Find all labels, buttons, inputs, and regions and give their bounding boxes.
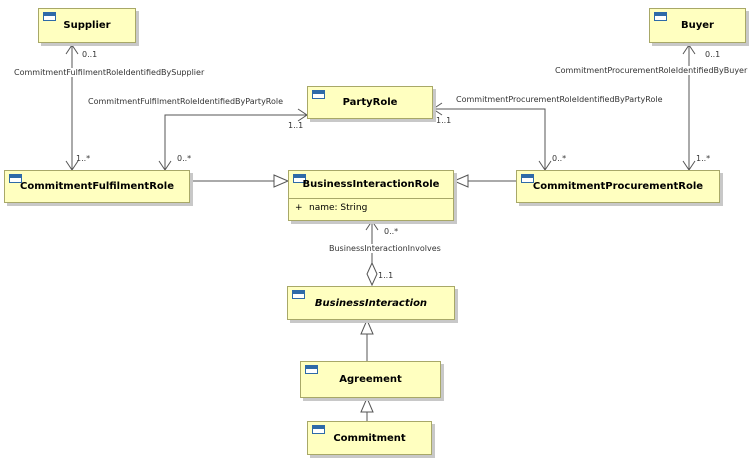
- arrowhead: [682, 44, 696, 55]
- class-commitment-procurement-role[interactable]: CommitmentProcurementRole: [516, 170, 720, 203]
- association-name: CommitmentFulfilmentRoleIdentifiedBySupp…: [14, 68, 205, 77]
- class-name: PartyRole: [342, 97, 398, 108]
- multiplicity: 1..1: [378, 271, 394, 280]
- multiplicity: 1..1: [288, 121, 304, 130]
- class-name: BusinessInteractionRole: [302, 179, 440, 190]
- class-business-interaction-role[interactable]: BusinessInteractionRole + name: String: [288, 170, 454, 221]
- class-icon: [293, 174, 306, 183]
- association-name: CommitmentProcurementRoleIdentifiedByPar…: [456, 95, 663, 104]
- attribute-visibility: +: [295, 203, 303, 213]
- class-name: Supplier: [63, 20, 111, 31]
- arrowhead: [432, 102, 443, 116]
- multiplicity: 0..*: [177, 154, 192, 163]
- multiplicity: 0..1: [82, 50, 98, 59]
- class-icon: [654, 12, 667, 21]
- assoc-fulfilment-party: [164, 114, 307, 170]
- multiplicity: 1..*: [696, 154, 711, 163]
- association-name: CommitmentProcurementRoleIdentifiedByBuy…: [555, 66, 748, 75]
- arrowhead: [365, 220, 379, 231]
- class-name: CommitmentFulfilmentRole: [20, 181, 174, 192]
- arrowhead: [65, 44, 79, 55]
- multiplicity: 0..1: [705, 50, 721, 59]
- class-name: Commitment: [333, 432, 406, 444]
- class-buyer[interactable]: Buyer: [649, 8, 746, 43]
- generalization-arrow: [360, 396, 374, 413]
- generalization-arrow: [452, 174, 469, 188]
- multiplicity: 1..*: [76, 154, 91, 163]
- association-name: BusinessInteractionInvolves: [329, 244, 441, 253]
- class-name: BusinessInteraction: [314, 297, 428, 309]
- association-name: CommitmentFulfilmentRoleIdentifiedByPart…: [88, 97, 284, 106]
- class-name: Buyer: [681, 20, 714, 31]
- class-icon: [312, 425, 325, 434]
- aggregation-diamond: [366, 261, 378, 287]
- class-business-interaction[interactable]: BusinessInteraction: [287, 286, 455, 320]
- class-agreement[interactable]: Agreement: [300, 361, 441, 398]
- class-icon: [312, 90, 325, 99]
- class-party-role[interactable]: PartyRole: [307, 86, 433, 119]
- attribute-compartment: + name: String: [289, 198, 453, 220]
- class-icon: [43, 12, 56, 21]
- multiplicity: 0..*: [552, 154, 567, 163]
- class-commitment[interactable]: Commitment: [307, 421, 432, 455]
- assoc-procurement-party: [433, 108, 546, 170]
- generalization-arrow: [273, 174, 290, 188]
- multiplicity: 0..*: [384, 227, 399, 236]
- class-icon: [305, 365, 318, 374]
- class-icon: [9, 174, 22, 183]
- class-name: Agreement: [339, 374, 402, 385]
- class-icon: [292, 290, 305, 299]
- class-commitment-fulfilment-role[interactable]: CommitmentFulfilmentRole: [4, 170, 190, 203]
- class-supplier[interactable]: Supplier: [38, 8, 136, 43]
- multiplicity: 1..1: [436, 116, 452, 125]
- attribute-name[interactable]: + name: String: [295, 203, 367, 213]
- class-icon: [521, 174, 534, 183]
- attribute-text: name: String: [309, 203, 368, 213]
- generalization-arrow: [360, 318, 374, 335]
- class-name: CommitmentProcurementRole: [532, 181, 704, 192]
